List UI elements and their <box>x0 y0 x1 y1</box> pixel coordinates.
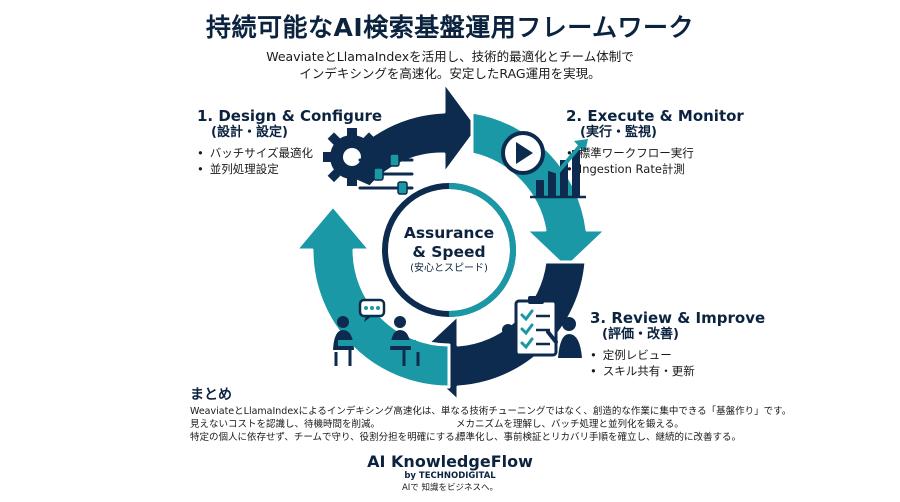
summary-line-3: 特定の個人に依存せず、チームで守り、役割分担を明確にする。 <box>190 432 465 443</box>
summary-body-right: メカニズムを理解し、バッチ処理と並列化を鍛える。 標準化し、事前検証とリカバリ手… <box>456 418 741 444</box>
page-subtitle: WeaviateとLlamaIndexを活用し、技術的最適化とチーム体制で イン… <box>0 48 900 82</box>
list-item: 標準ワークフロー実行 <box>566 145 744 161</box>
brand-tagline: AIで 知識をビジネスへ。 <box>401 483 499 493</box>
step-1-bullets: バッチサイズ最適化 並列処理設定 <box>197 145 382 177</box>
step-3-subtitle: (評価・改善) <box>602 327 679 342</box>
step-3-title: 3. Review & Improve <box>590 309 766 327</box>
step-2-label: 2. Execute & Monitor (実行・監視) 標準ワークフロー実行 … <box>566 107 744 177</box>
list-item: バッチサイズ最適化 <box>197 145 382 161</box>
subtitle-line-1: WeaviateとLlamaIndexを活用し、技術的最適化とチーム体制で <box>266 49 634 64</box>
step-2-bullets: 標準ワークフロー実行 Ingestion Rate計測 <box>566 145 744 177</box>
step-3-bullets: 定例レビュー スキル共有・更新 <box>590 347 765 379</box>
summary-line-5: 標準化し、事前検証とリカバリ手順を確立し、継続的に改善する。 <box>456 432 742 443</box>
summary-line-1: WeaviateとLlamaIndexによるインデキシング高速化は、単なる技術チ… <box>190 406 792 417</box>
center-title-line-2: & Speed <box>412 243 486 261</box>
summary-heading: まとめ <box>190 387 232 403</box>
brand-name: AI KnowledgeFlow <box>367 452 533 471</box>
step-1-label: 1. Design & Configure (設計・設定) バッチサイズ最適化 … <box>197 107 382 177</box>
page-title: 持続可能なAI検索基盤運用フレームワーク <box>206 13 694 42</box>
list-item: 定例レビュー <box>590 347 765 363</box>
summary-line-2: 見えないコストを認識し、待機時間を削減。 <box>190 419 381 430</box>
list-item: スキル共有・更新 <box>590 363 765 379</box>
center-label: Assurance & Speed (安心とスピード) <box>389 224 509 275</box>
list-item: 並列処理設定 <box>197 161 382 177</box>
center-badge <box>382 183 516 317</box>
step-2-title: 2. Execute & Monitor <box>566 107 744 125</box>
step-1-title: 1. Design & Configure <box>197 107 383 125</box>
summary-line-4: メカニズムを理解し、バッチ処理と並列化を鍛える。 <box>456 419 684 430</box>
subtitle-line-2: インデキシングを高速化。安定したRAG運用を実現。 <box>299 66 601 81</box>
brand-by: by TECHNODIGITAL <box>404 471 496 481</box>
center-title-line-1: Assurance <box>403 224 495 242</box>
team-meeting-icon <box>333 298 420 366</box>
step-2-subtitle: (実行・監視) <box>580 125 657 140</box>
brand-block: AI KnowledgeFlow by TECHNODIGITAL AIで 知識… <box>0 452 900 493</box>
list-item: Ingestion Rate計測 <box>566 161 744 177</box>
step-3-label: 3. Review & Improve (評価・改善) 定例レビュー スキル共有… <box>590 309 765 379</box>
play-chart-icon <box>501 131 588 199</box>
summary-body: WeaviateとLlamaIndexによるインデキシング高速化は、単なる技術チ… <box>190 405 791 444</box>
step-1-subtitle: (設計・設定) <box>211 125 288 140</box>
checklist-review-icon <box>498 296 582 358</box>
center-subtitle: (安心とスピード) <box>410 263 488 274</box>
